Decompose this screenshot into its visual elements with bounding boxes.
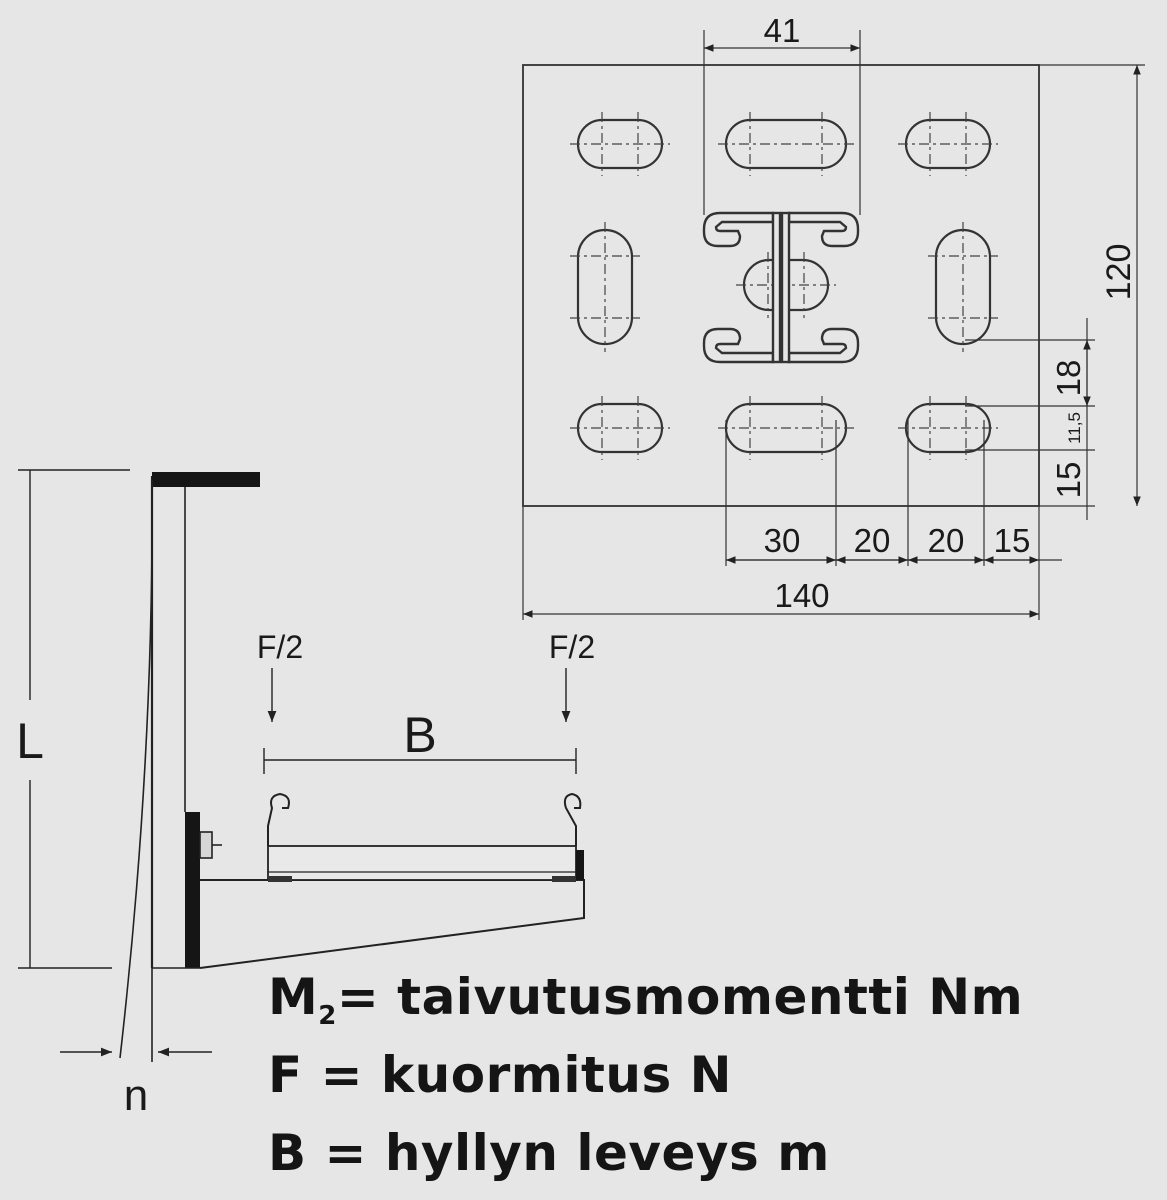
dim-140: 140 (774, 577, 829, 614)
load-label-left: F/2 (257, 629, 303, 665)
dim-18: 18 (1050, 360, 1087, 397)
cable-tray (267, 845, 577, 881)
dim-15-vertical: 15 (1050, 462, 1087, 499)
load-label-right: F/2 (549, 629, 595, 665)
dim-120: 120 (1100, 244, 1138, 301)
dim-41: 41 (764, 12, 801, 49)
top-bar (152, 472, 260, 487)
dim-11-5: 11,5 (1065, 412, 1084, 444)
plate-dimension-lines (523, 30, 1145, 618)
bolt-nut (199, 831, 213, 859)
plate-outline (522, 64, 1040, 507)
dim-20-left: 20 (854, 522, 891, 559)
dim-30: 30 (764, 522, 801, 559)
c-channel-profile (702, 211, 860, 364)
mounting-plate (522, 64, 1095, 620)
dim-15-horizontal: 15 (994, 522, 1031, 559)
length-label-l: L (16, 713, 44, 769)
deflection-label-n: n (124, 1071, 148, 1120)
width-label-b: B (403, 707, 436, 763)
legend-moment-subscript: 2 (318, 1001, 337, 1031)
deflection-curve (119, 479, 153, 1059)
wall-bracket (119, 472, 585, 1062)
base-plate (185, 812, 200, 968)
dim-20-right: 20 (928, 522, 965, 559)
bracket-arm (199, 879, 585, 969)
legend-moment: M2= taivutusmomentti Nm (268, 968, 1023, 1031)
legend-load: F = kuormitus N (268, 1046, 732, 1104)
legend-moment-symbol: M (268, 968, 319, 1026)
legend-moment-text: = taivutusmomentti Nm (336, 968, 1024, 1026)
legend-width: B = hyllyn leveys m (268, 1124, 830, 1182)
bracket-dimension-lines (18, 469, 577, 1057)
